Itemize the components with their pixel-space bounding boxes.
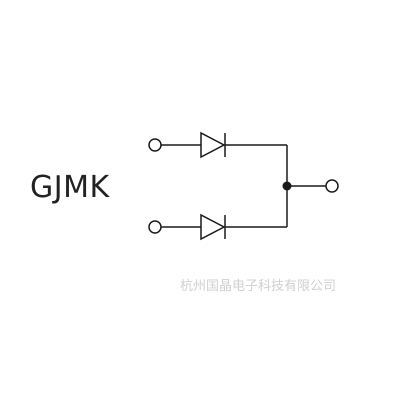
diode-1 [200, 131, 226, 159]
company-watermark: 杭州国晶电子科技有限公司 [180, 279, 337, 294]
model-label: GJMK [30, 170, 110, 205]
diode-1-triangle [200, 131, 226, 159]
diode-2-triangle [200, 213, 226, 241]
anode-terminal-2 [148, 220, 162, 234]
cathode-terminal [325, 179, 339, 193]
diode-2 [200, 213, 226, 241]
junction-dot [282, 181, 292, 191]
anode-terminal-1 [148, 138, 162, 152]
